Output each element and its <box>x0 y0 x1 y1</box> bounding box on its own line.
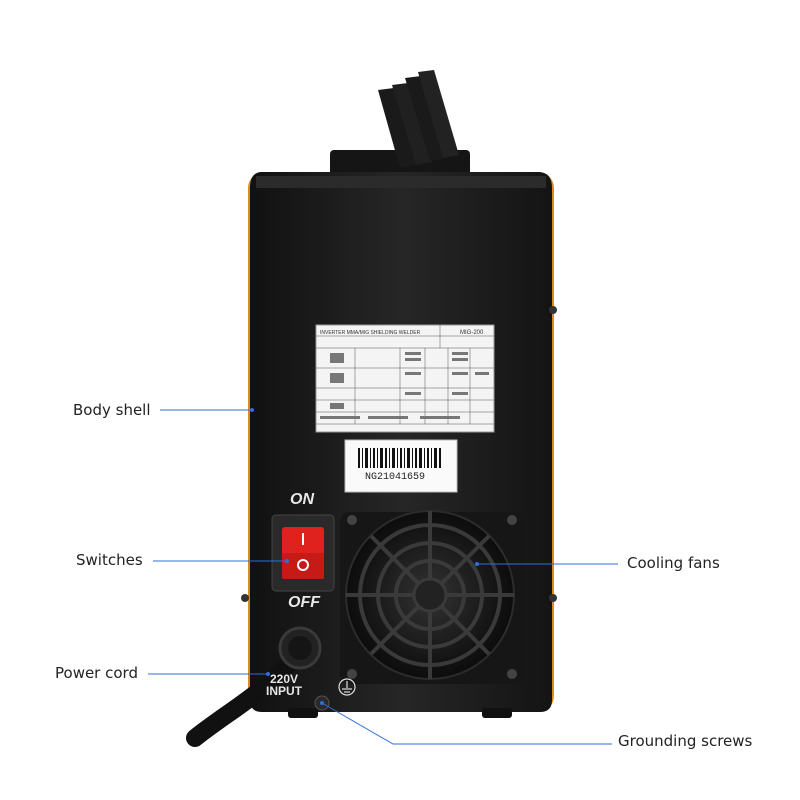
serial-number: NG21041659 <box>365 472 426 483</box>
input-voltage: 220V <box>269 672 299 686</box>
nameplate <box>315 324 495 433</box>
power-cord <box>186 626 322 747</box>
callout-cooling-fans: Cooling fans <box>627 554 720 572</box>
side-screw-icon <box>549 594 557 602</box>
input-text: INPUT <box>266 684 302 698</box>
fan-screw-icon <box>347 515 357 525</box>
on-label: ON <box>290 491 314 508</box>
barcode <box>358 448 441 468</box>
callout-switches: Switches <box>76 551 143 569</box>
callout-lines <box>148 409 618 745</box>
input-label: 220V INPUT <box>266 673 302 697</box>
fan-screw-icon <box>507 515 517 525</box>
fan-screw-icon <box>347 669 357 679</box>
power-switch[interactable] <box>271 514 335 592</box>
foot <box>288 708 318 718</box>
off-label: OFF <box>288 594 320 611</box>
callout-grounding-screws: Grounding screws <box>618 732 753 750</box>
nameplate-title: INVERTER MMA/MIG SHIELDING WELDER <box>320 330 421 336</box>
callout-power-cord: Power cord <box>55 664 138 682</box>
fan-screw-icon <box>507 669 517 679</box>
foot <box>482 708 512 718</box>
ground-symbol-icon <box>338 678 356 696</box>
side-screw-icon <box>549 306 557 314</box>
handle <box>330 70 470 182</box>
nameplate-model: MIG-200 <box>460 330 484 336</box>
cooling-fan <box>340 510 526 684</box>
callout-body-shell: Body shell <box>73 401 151 419</box>
side-screw-icon <box>241 594 249 602</box>
